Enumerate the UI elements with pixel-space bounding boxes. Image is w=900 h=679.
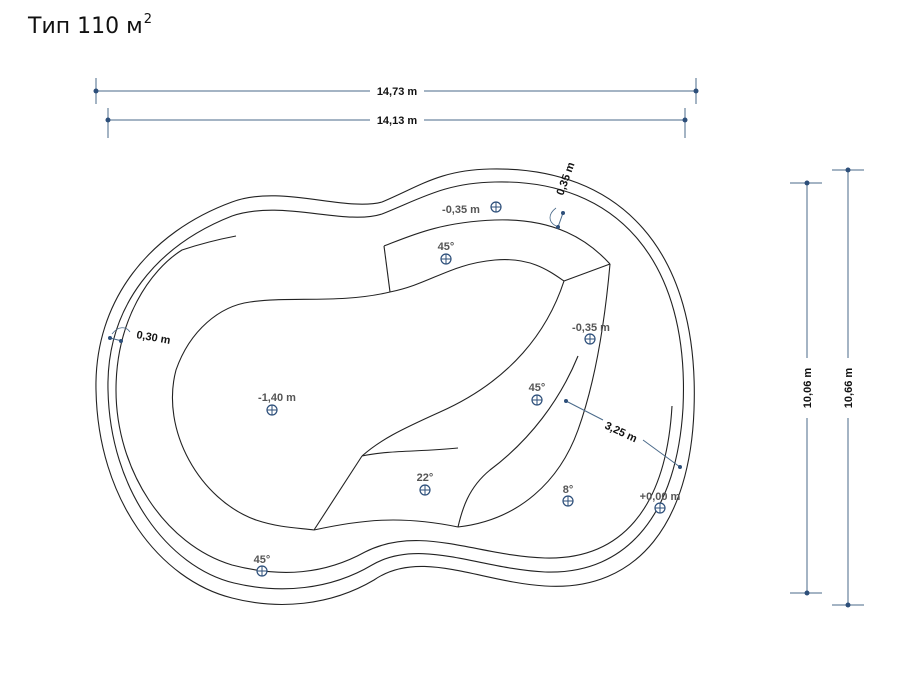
dimension-inner-height: 10,06 m [790,180,822,596]
dimension-outer-width: 14,73 m [93,78,699,104]
marker-right-level: -0,35 m [572,322,610,345]
marker-deep-level: -1,40 m [258,392,296,416]
marker-label: 8° [563,484,574,496]
dimension-outer-height: 10,66 m [832,167,864,608]
marker-step-slope: 22° [417,472,434,496]
inner-height-label: 10,06 m [802,368,814,409]
marker-label: 45° [254,554,271,566]
wall-top-label: 0,35 m [555,161,578,197]
marker-label: 45° [529,382,546,394]
dimension-inner-width: 14,13 m [105,108,688,138]
outer-height-label: 10,66 m [843,368,855,409]
marker-label: -1,40 m [258,392,296,404]
marker-label: +0,00 m [640,491,681,503]
marker-bottom-slope: 45° [254,554,271,577]
wall-left-label: 0,30 m [135,329,171,347]
pool-outline [95,168,695,605]
title-superscript: 2 [143,12,152,27]
marker-label: 45° [438,241,455,253]
wall-top-annotation: 0,35 m [549,161,578,229]
level-markers: -0,35 m 45° -0,35 m 45° -1,40 m [254,201,681,577]
marker-zero-level: +0,00 m [640,491,681,514]
marker-label: -0,35 m [572,322,610,334]
marker-right-slope: 8° [562,484,574,507]
wall-left-annotation: 0,30 m [108,327,172,347]
outer-width-label: 14,73 m [377,86,418,98]
title-text: Тип 110 м [28,14,143,39]
marker-label: 22° [417,472,434,484]
page-title: Тип 110 м2 [28,12,152,39]
inner-width-label: 14,13 m [377,115,418,127]
step-width-label: 3,25 m [603,420,639,445]
marker-top-slope: 45° [438,241,455,265]
marker-ramp-slope: 45° [529,382,546,406]
marker-label: -0,35 m [442,204,480,216]
marker-top-level: -0,35 m [442,201,502,216]
